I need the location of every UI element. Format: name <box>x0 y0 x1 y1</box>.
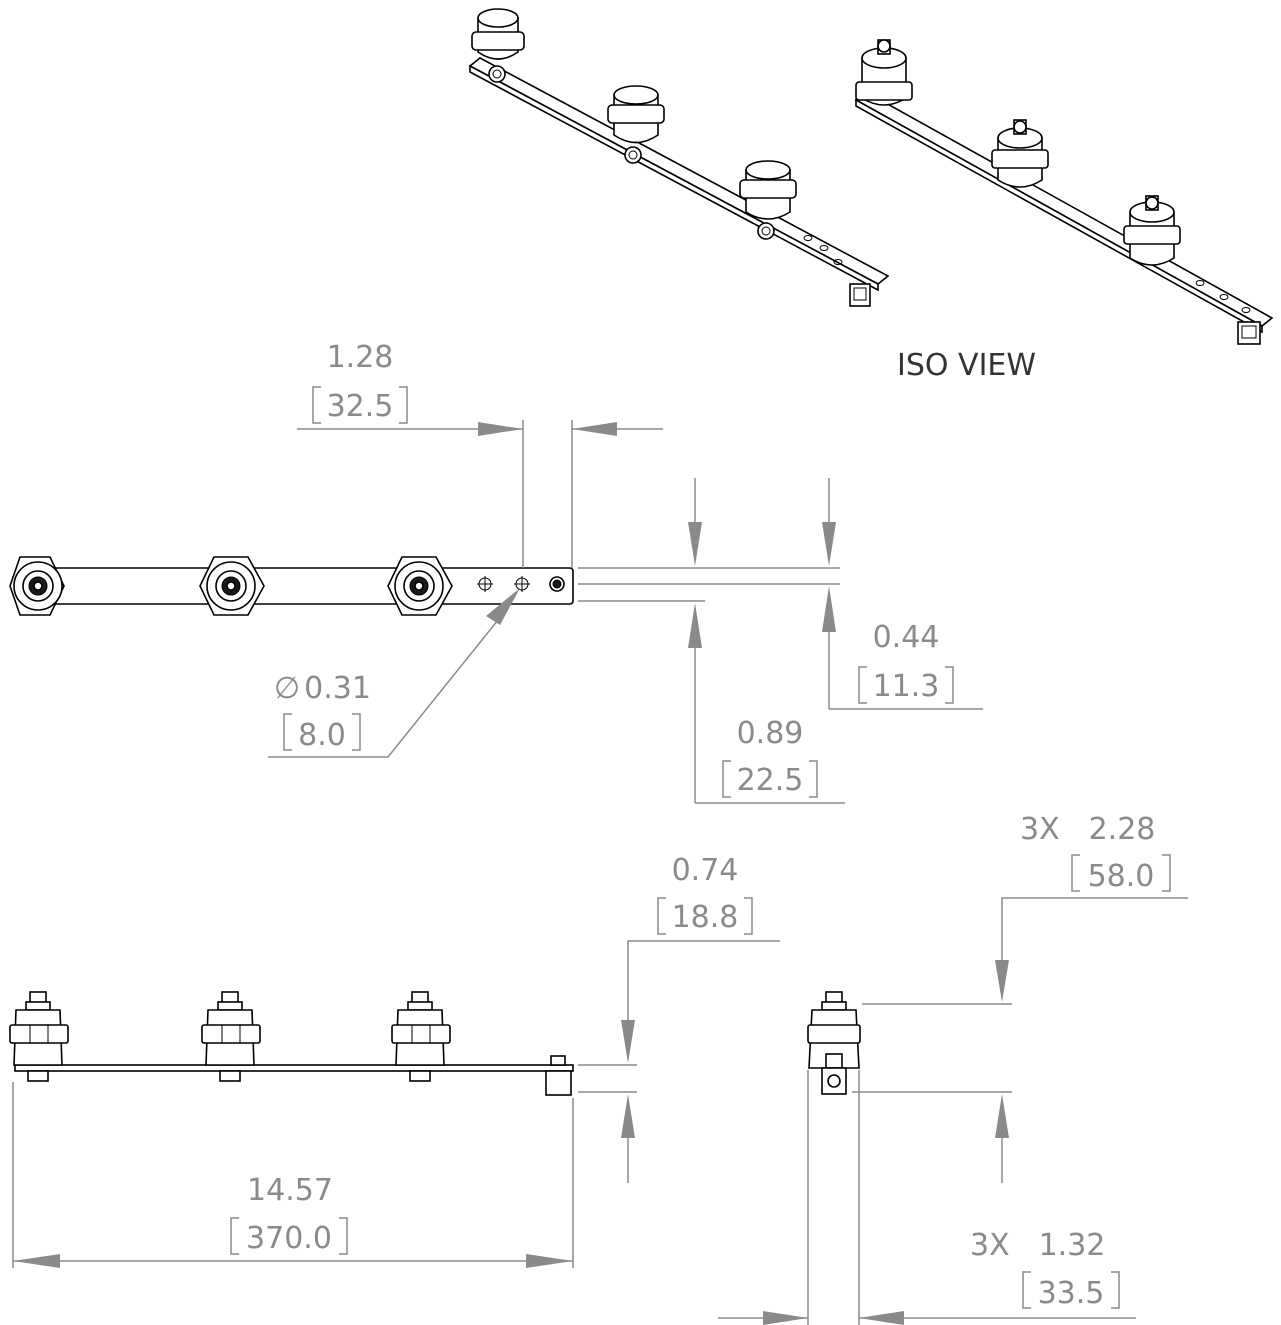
iso-view-right <box>854 39 1274 345</box>
dim-overall-length: 14.57 370.0 <box>12 1082 574 1268</box>
svg-text:∅0.31: ∅0.31 <box>274 671 371 706</box>
dim-hole-diameter-mm: 8.0 <box>298 718 346 753</box>
dim-insulator-width-qty: 3X <box>970 1228 1010 1263</box>
insulator-top-3 <box>387 556 453 616</box>
dim-insulator-height-mm: 58.0 <box>1088 859 1155 894</box>
dim-insulator-width-mm: 33.5 <box>1038 1276 1105 1311</box>
dim-insulator-width-inch: 1.32 <box>1039 1228 1106 1263</box>
mounting-hole-2 <box>514 576 530 592</box>
dim-bar-thickness-mm: 18.8 <box>672 900 739 935</box>
dim-bar-width: 0.44 11.3 <box>578 478 983 710</box>
insulator-front-3 <box>391 991 451 1082</box>
dim-overall-length-inch: 14.57 <box>247 1173 333 1208</box>
dim-overall-width-mm: 22.5 <box>737 763 804 798</box>
dim-insulator-width: 3X 1.32 33.5 <box>718 1070 1136 1325</box>
insulator-front-1 <box>9 991 69 1082</box>
dim-hole-diameter: ∅0.31 8.0 <box>268 588 520 758</box>
insulator-top-1 <box>9 556 65 616</box>
dim-hole-offset-inch: 1.28 <box>327 340 394 375</box>
dim-overall-width-inch: 0.89 <box>737 716 804 751</box>
dim-bar-thickness: 0.74 18.8 <box>578 853 780 1183</box>
dim-overall-length-mm: 370.0 <box>246 1221 332 1256</box>
side-view <box>807 991 861 1095</box>
dim-bar-width-mm: 11.3 <box>873 669 940 704</box>
front-view <box>9 991 574 1096</box>
dim-hole-offset-mm: 32.5 <box>327 389 394 424</box>
dim-bar-thickness-inch: 0.74 <box>672 853 739 888</box>
insulator-top-2 <box>199 556 265 616</box>
insulator-front-2 <box>201 991 261 1082</box>
dim-hole-offset: 1.28 32.5 <box>297 340 663 568</box>
iso-view-left <box>468 8 890 307</box>
mounting-hole-3 <box>549 576 565 592</box>
dim-insulator-height: 3X 2.28 58.0 <box>852 812 1188 1183</box>
top-view <box>9 556 574 616</box>
dim-insulator-height-inch: 2.28 <box>1089 812 1156 847</box>
dim-insulator-height-qty: 3X <box>1020 812 1060 847</box>
dim-hole-diameter-inch: 0.31 <box>304 671 371 706</box>
dim-hole-diameter-symbol: ∅ <box>274 671 300 706</box>
dim-overall-width: 0.89 22.5 <box>688 603 845 804</box>
iso-view-label: ISO VIEW <box>897 348 1036 383</box>
dim-bar-width-inch: 0.44 <box>873 620 940 655</box>
mounting-hole-1 <box>477 576 493 592</box>
